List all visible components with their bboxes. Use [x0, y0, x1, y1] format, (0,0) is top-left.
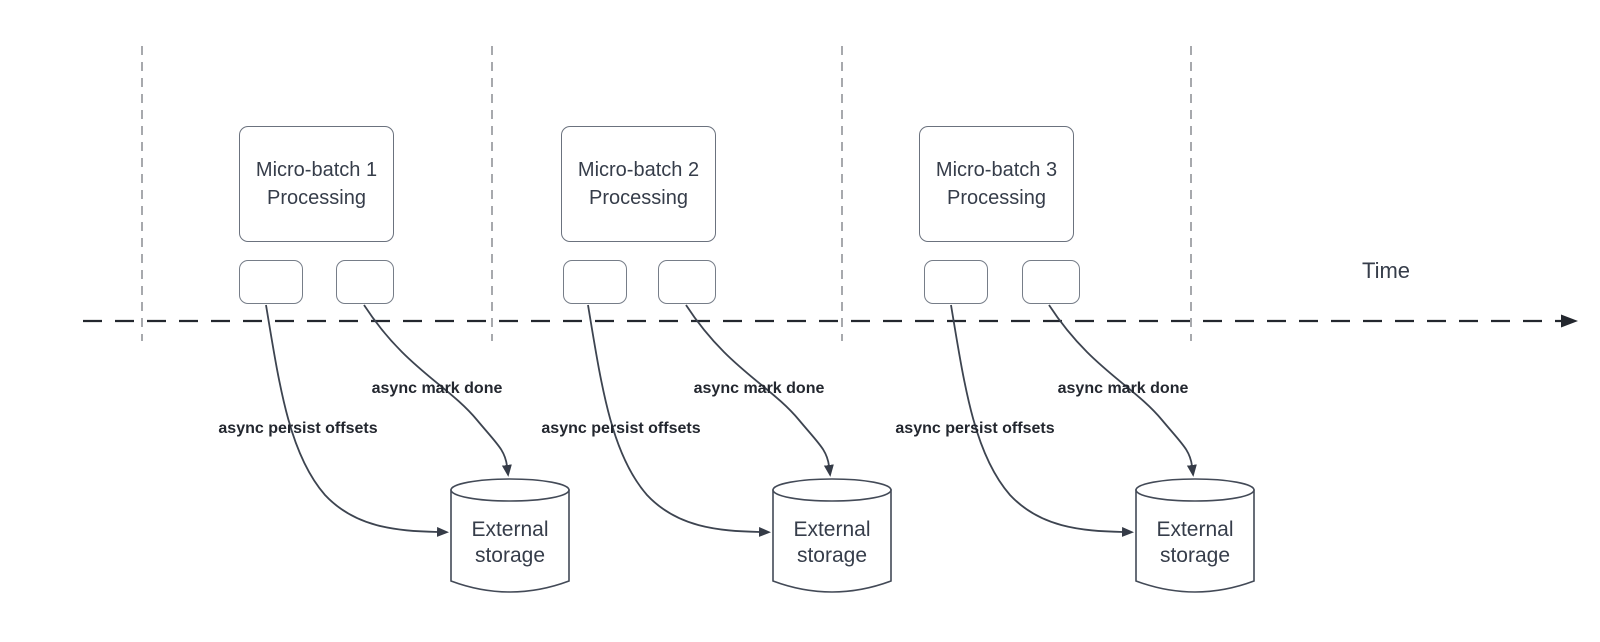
cylinder-top [450, 478, 570, 502]
cylinder-top [1135, 478, 1255, 502]
external-storage-label-2: External storage [772, 517, 892, 569]
persist-offsets-arrow-1 [265, 304, 449, 537]
async-arrows-group-3 [950, 304, 1197, 537]
cylinder-body [1135, 489, 1255, 593]
micro-batch-3-title-line1: Micro-batch 3 [935, 159, 1058, 181]
external-storage-label-3-line2: storage [1159, 544, 1231, 567]
micro-batch-2-title: Micro-batch 2 Processing [578, 156, 699, 212]
persist-offsets-task-box-3 [924, 260, 988, 304]
async-arrows-group-1 [265, 304, 512, 537]
cylinder-body [772, 489, 892, 593]
micro-batch-2-title-line2: Processing [589, 187, 688, 209]
external-storage-label-2-line1: External [793, 518, 871, 541]
mark-done-arrow-3 [1048, 304, 1197, 477]
micro-batch-1-title: Micro-batch 1 Processing [256, 156, 377, 212]
mark-done-label-1: async mark done [371, 380, 503, 397]
micro-batch-3-title-line2: Processing [947, 187, 1046, 209]
external-storage-label-1-line2: storage [474, 544, 546, 567]
external-storage-cylinder-3 [1135, 478, 1255, 593]
external-storage-label-2-line2: storage [796, 544, 868, 567]
persist-offsets-task-box-1 [239, 260, 303, 304]
cylinder-top [772, 478, 892, 502]
external-storage-label-3: External storage [1135, 517, 1255, 569]
mark-done-task-box-1 [336, 260, 394, 304]
mark-done-label-2: async mark done [693, 380, 825, 397]
persist-offsets-task-box-2 [563, 260, 627, 304]
micro-batch-2-title-line1: Micro-batch 2 [577, 159, 700, 181]
persist-offsets-label-3: async persist offsets [895, 420, 1055, 437]
mark-done-task-box-2 [658, 260, 716, 304]
external-storage-label-1: External storage [450, 517, 570, 569]
mark-done-task-box-3 [1022, 260, 1080, 304]
micro-batch-3-title: Micro-batch 3 Processing [936, 156, 1057, 212]
micro-batch-1-box: Micro-batch 1 Processing [239, 126, 394, 242]
mark-done-arrow-2 [685, 304, 834, 477]
micro-batch-2-box: Micro-batch 2 Processing [561, 126, 716, 242]
mark-done-label-3: async mark done [1057, 380, 1189, 397]
micro-batch-1-title-line1: Micro-batch 1 [255, 159, 378, 181]
mark-done-arrow-1 [363, 304, 512, 477]
persist-offsets-label-1: async persist offsets [218, 420, 378, 437]
cylinder-body [450, 489, 570, 593]
external-storage-label-3-line1: External [1156, 518, 1234, 541]
micro-batch-1-title-line2: Processing [267, 187, 366, 209]
external-storage-label-1-line1: External [471, 518, 549, 541]
micro-batch-3-box: Micro-batch 3 Processing [919, 126, 1074, 242]
external-storage-cylinder-2 [772, 478, 892, 593]
time-axis-label: Time [1361, 258, 1411, 283]
persist-offsets-arrow-2 [587, 304, 771, 537]
async-arrows-group-2 [587, 304, 834, 537]
persist-offsets-arrow-3 [950, 304, 1134, 537]
external-storage-cylinder-1 [450, 478, 570, 593]
persist-offsets-label-2: async persist offsets [541, 420, 701, 437]
